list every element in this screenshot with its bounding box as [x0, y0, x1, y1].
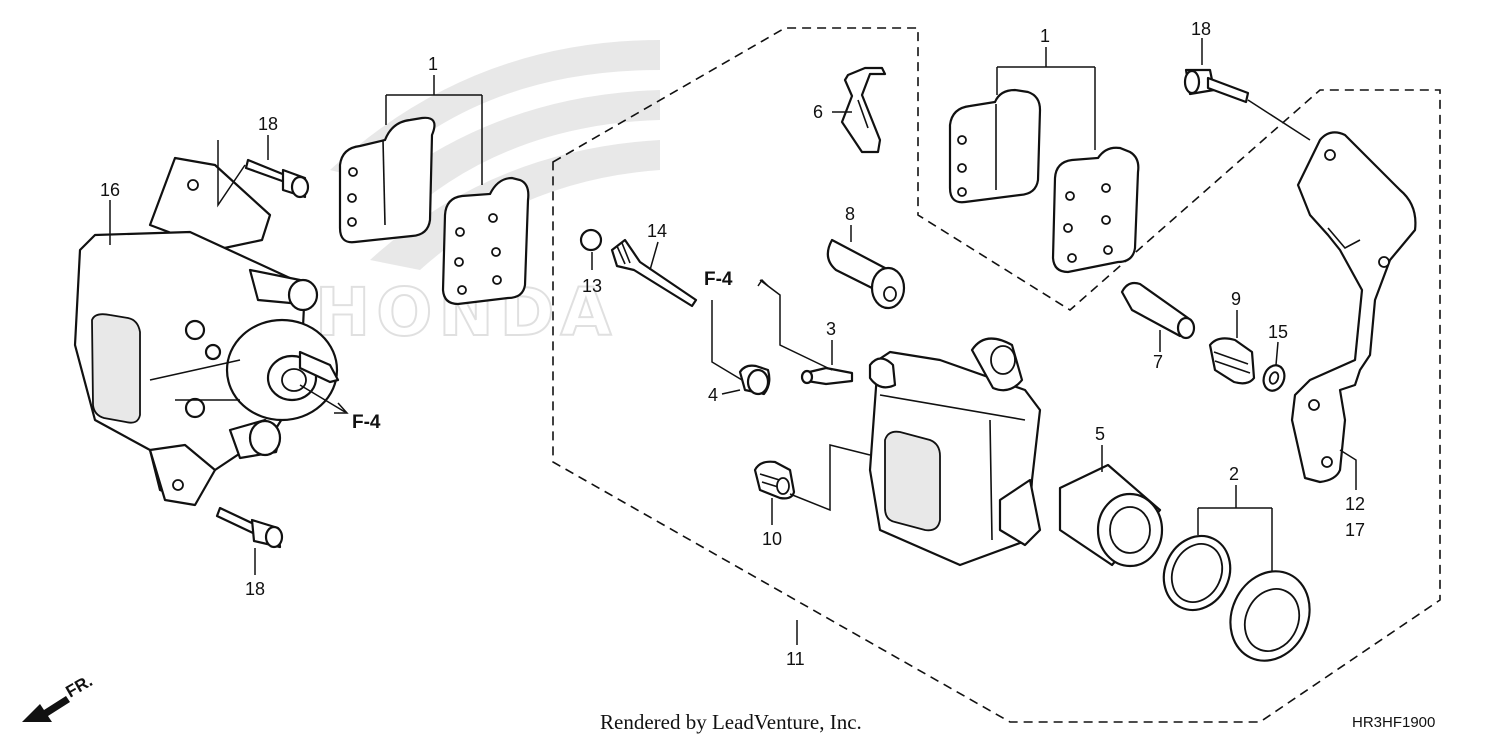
bleeder-cap-4 — [738, 364, 771, 396]
slide-pin-7 — [1120, 281, 1196, 340]
pad-spring-6 — [840, 66, 887, 154]
callout-18-top-left: 18 — [258, 114, 278, 134]
callout-16: 16 — [100, 180, 120, 200]
callout-5: 5 — [1095, 424, 1105, 444]
front-direction-label: FR. — [63, 671, 96, 701]
callout-12: 12 — [1345, 494, 1365, 514]
callout-18-bottom-left: 18 — [245, 579, 265, 599]
pin-8 — [826, 238, 906, 310]
brake-pad-right-b — [1051, 146, 1140, 274]
dust-seal-2 — [1229, 570, 1311, 662]
reference-f4-center: F-4 — [704, 269, 733, 290]
bolt-18-top-right — [1183, 68, 1250, 104]
boot-10 — [753, 460, 796, 500]
callout-4: 4 — [708, 385, 718, 405]
callout-15: 15 — [1268, 322, 1288, 342]
callout-13: 13 — [582, 276, 602, 296]
callout-1-left: 1 — [428, 54, 438, 74]
callout-11: 11 — [786, 649, 805, 669]
boot-9 — [1208, 337, 1256, 385]
cap-13 — [579, 228, 603, 252]
callout-6: 6 — [813, 102, 823, 122]
brake-pad-left-a — [338, 116, 436, 244]
bolt-18-bottom-left — [215, 506, 284, 549]
callout-9: 9 — [1231, 289, 1241, 309]
footer-credit: Rendered by LeadVenture, Inc. — [600, 710, 862, 734]
washer-15 — [1262, 364, 1286, 392]
callout-17: 17 — [1345, 520, 1365, 540]
bolt-18-top-left — [244, 158, 310, 199]
caliper-bracket-12-17 — [1290, 131, 1417, 484]
caliper-body-11 — [868, 337, 1042, 567]
caliper-assembly-16 — [73, 156, 340, 507]
callout-3: 3 — [826, 319, 836, 339]
callout-10: 10 — [762, 529, 782, 549]
callout-7: 7 — [1153, 352, 1163, 372]
assembly-boundary-11 — [552, 27, 1441, 723]
diagram-code: HR3HF1900 — [1352, 714, 1436, 731]
callout-18-top-right: 18 — [1191, 19, 1211, 39]
bleeder-screw-3 — [800, 366, 854, 386]
callout-8: 8 — [845, 204, 855, 224]
leader-lines — [109, 38, 1357, 645]
callout-labels: 1 1 2 3 4 5 6 7 8 9 10 11 12 13 14 15 16… — [100, 19, 1365, 669]
callout-1-right: 1 — [1040, 26, 1050, 46]
piston-5 — [1058, 463, 1164, 568]
pad-pin-14 — [610, 238, 698, 308]
callout-2: 2 — [1229, 464, 1239, 484]
front-direction-arrow: FR. — [22, 671, 96, 722]
brake-pad-right-a — [948, 88, 1042, 204]
piston-seal-2 — [1162, 534, 1232, 612]
reference-f4-left: F-4 — [352, 412, 381, 433]
brake-pad-left-b — [441, 176, 530, 306]
callout-14: 14 — [647, 221, 667, 241]
